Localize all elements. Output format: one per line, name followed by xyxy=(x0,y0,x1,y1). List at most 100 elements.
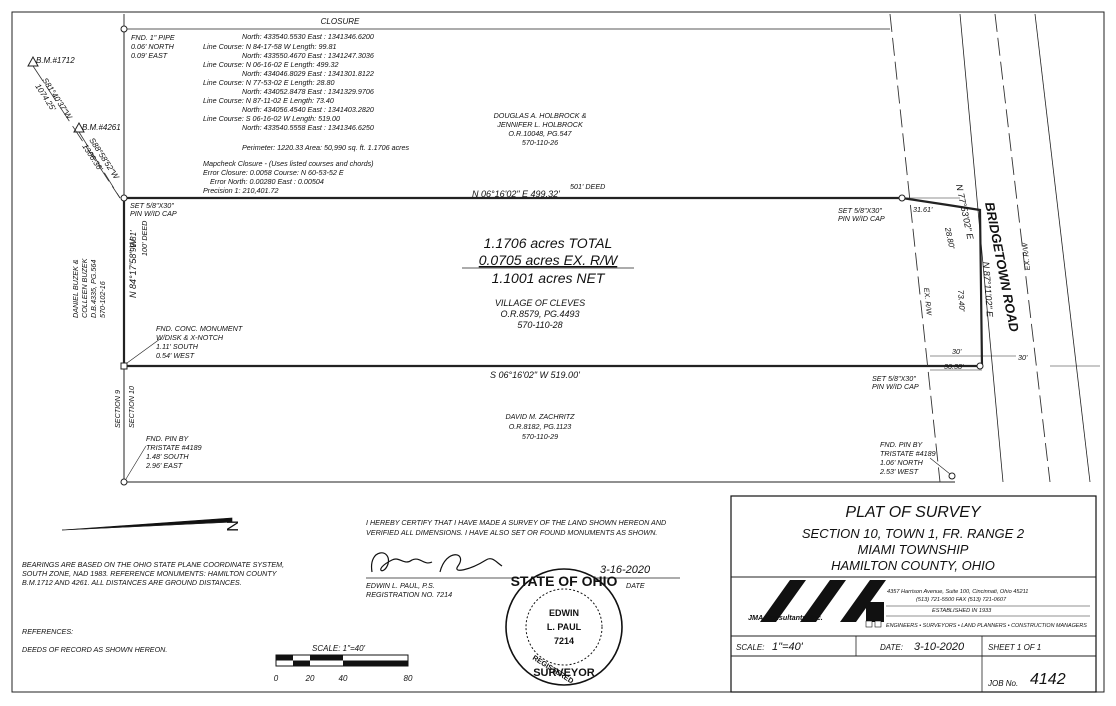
found-pipe-line: FND. 1" PIPE xyxy=(131,33,175,42)
owner-north-line: JENNIFER L. HOLBROCK xyxy=(496,120,584,129)
found-pin-se-line: 2.53' WEST xyxy=(879,467,919,476)
closure-line: Line Course: S 06-16-02 W Length: 519.00 xyxy=(203,114,340,123)
concrete-monument-line: 0.54' WEST xyxy=(156,351,195,360)
set-pin-marker xyxy=(898,194,906,202)
scale-value: 1"=40' xyxy=(772,641,804,653)
monument-labels: SET 5/8"X30" PIN W/ID CAP SET 5/8"X30" P… xyxy=(113,201,936,476)
closure-line: Line Course: N 06-16-02 E Length: 499.32 xyxy=(203,60,338,69)
scale-bar-segment xyxy=(293,660,310,666)
company-logo: JMA Consultants, Inc. xyxy=(748,580,886,622)
found-pin-sw-line: TRISTATE #4189 xyxy=(146,443,202,452)
mapcheck-line: Mapcheck Closure - (Uses listed courses … xyxy=(203,159,374,168)
surveyor-registration: REGISTRATION NO. 7214 xyxy=(366,590,452,599)
surveyor-seal: STATE OF OHIO SURVEYOR REGISTERED EDWIN … xyxy=(505,568,623,686)
existing-row-line xyxy=(994,13,1051,483)
date-label: DATE xyxy=(626,581,645,590)
acreage-net: 1.1001 acres NET xyxy=(492,270,606,286)
benchmarks: B.M.#1712 B.M.#4261 S81°40'37"W 1074.25'… xyxy=(27,55,121,199)
owner-west-line: DANIEL BUZEK & xyxy=(71,259,80,318)
plat-title: PLAT OF SURVEY xyxy=(845,504,981,521)
certification: I HEREBY CERTIFY THAT I HAVE MADE A SURV… xyxy=(366,518,680,599)
certification-line: VERIFIED ALL DIMENSIONS. I HAVE ALSO SET… xyxy=(366,528,657,537)
closure-line: North: 433550.4670 East : 1341247.3036 xyxy=(242,51,374,60)
set-pin-marker xyxy=(976,362,984,370)
north-arrow: N xyxy=(61,517,242,532)
east-course-2: N 87°11'02" E xyxy=(981,261,995,318)
dimension-30-38: 30.38' xyxy=(944,362,964,371)
scale-bar-segment xyxy=(343,660,408,666)
signed-date: 3-16-2020 xyxy=(600,564,651,576)
owner-subject-line: O.R.8579, PG.4493 xyxy=(500,309,579,319)
road-edge-line xyxy=(1034,13,1091,483)
east-distance-1: 28.80' xyxy=(943,226,957,250)
logo-slash-icon xyxy=(840,580,886,622)
found-pin-marker xyxy=(120,478,128,486)
benchmark-1712-label: B.M.#1712 xyxy=(36,56,75,65)
date-label: DATE: xyxy=(880,643,903,652)
acreage-ex-rw: 0.0705 acres EX. R/W xyxy=(479,252,619,268)
found-pipe-line: 0.09' EAST xyxy=(131,51,168,60)
set-pin-marker xyxy=(120,194,128,202)
scale-tick-label: 0 xyxy=(274,674,279,683)
found-pipe-line: 0.06' NORTH xyxy=(131,42,175,51)
acreage-total: 1.1706 acres TOTAL xyxy=(484,235,613,251)
title-line-2: MIAMI TOWNSHIP xyxy=(858,542,969,557)
logo-slash-icon xyxy=(800,580,846,622)
bearing-note-line: B.M.1712 AND 4261. ALL DISTANCES ARE GRO… xyxy=(22,578,242,587)
parcel-lines xyxy=(120,13,1100,486)
seal-number: 7214 xyxy=(554,636,574,646)
leader-line xyxy=(929,457,951,475)
closure-table: CLOSURE FND. 1" PIPE 0.06' NORTH 0.09' E… xyxy=(124,17,890,195)
owner-north-line: 570-110-26 xyxy=(522,138,558,147)
set-pin-ne-line: PIN W/ID CAP xyxy=(838,214,885,223)
north-arrow-icon xyxy=(61,517,233,531)
closure-line: North: 433540.5530 East : 1341346.6200 xyxy=(242,32,374,41)
road-edge-line xyxy=(959,13,1004,483)
title-line-1: SECTION 10, TOWN 1, FR. RANGE 2 xyxy=(802,526,1025,541)
found-pin-sw-line: 1.48' SOUTH xyxy=(146,452,189,461)
leader-line xyxy=(126,338,161,364)
bearing-note-line: BEARINGS ARE BASED ON THE OHIO STATE PLA… xyxy=(22,560,284,569)
north-arrow-letter: N xyxy=(225,520,242,532)
set-pin-nw-line: SET 5/8"X30" xyxy=(130,201,174,210)
references-title: REFERENCES: xyxy=(22,627,73,636)
title-block: PLAT OF SURVEY SECTION 10, TOWN 1, FR. R… xyxy=(730,495,1097,693)
set-pin-nw-line: PIN W/ID CAP xyxy=(130,209,177,218)
dimension-31-61: 31.61' xyxy=(913,205,933,214)
scale-tick-label: 40 xyxy=(339,674,348,683)
concrete-monument-marker xyxy=(120,362,128,370)
mapcheck-line: Precision 1: 210,401.72 xyxy=(203,186,279,195)
north-course: N 06°16'02" E 499.32' xyxy=(472,189,560,199)
mapcheck-line: Error North: 0.00280 East : 0.00504 xyxy=(210,177,324,186)
closure-title: CLOSURE xyxy=(321,17,360,26)
concrete-monument-line: FND. CONC. MONUMENT xyxy=(156,324,243,333)
ex-rw-label: EX. R/W xyxy=(922,287,934,317)
concrete-monument-line: 1.11' SOUTH xyxy=(156,342,199,351)
set-pin-se-line: SET 5/8"X30" xyxy=(872,374,916,383)
logo-square-icon xyxy=(874,620,882,628)
company-phone: (513) 721-5500 FAX (513) 721-0607 xyxy=(916,597,1007,603)
existing-row-line xyxy=(889,13,941,483)
found-pipe-marker xyxy=(120,25,128,33)
found-pin-se-line: 1.06' NORTH xyxy=(880,458,924,467)
closure-line: Line Course: N 84-17-58 W Length: 99.81 xyxy=(203,42,336,51)
bearing-note-line: SOUTH ZONE, NAD 1983. REFERENCE MONUMENT… xyxy=(22,569,278,578)
owner-south-line: DAVID M. ZACHRITZ xyxy=(505,412,575,421)
scale-label: SCALE: xyxy=(736,643,764,652)
found-pin-marker xyxy=(948,472,956,480)
owner-subject-line: 570-110-28 xyxy=(517,320,562,330)
notes: BEARINGS ARE BASED ON THE OHIO STATE PLA… xyxy=(22,560,284,654)
owner-west-line: D.B.4335, PG.564 xyxy=(89,260,98,318)
scale-bar-segment xyxy=(310,655,343,661)
west-distance: 99.81' xyxy=(129,230,138,252)
owner-west-line: 570-102-16 xyxy=(98,281,107,318)
company-name: JMA Consultants, Inc. xyxy=(748,613,823,622)
closure-line: Line Course: N 87-11-02 E Length: 73.40 xyxy=(203,96,334,105)
logo-square-icon xyxy=(865,620,873,628)
scale-bar: SCALE: 1"=40' 0 20 40 80 xyxy=(274,644,413,683)
surveyor-name: EDWIN L. PAUL, P.S. xyxy=(366,581,435,590)
found-pin-se-line: TRISTATE #4189 xyxy=(880,449,936,458)
owner-subject-line: VILLAGE OF CLEVES xyxy=(495,298,585,308)
closure-line: North: 434052.8478 East : 1341329.9706 xyxy=(242,87,374,96)
